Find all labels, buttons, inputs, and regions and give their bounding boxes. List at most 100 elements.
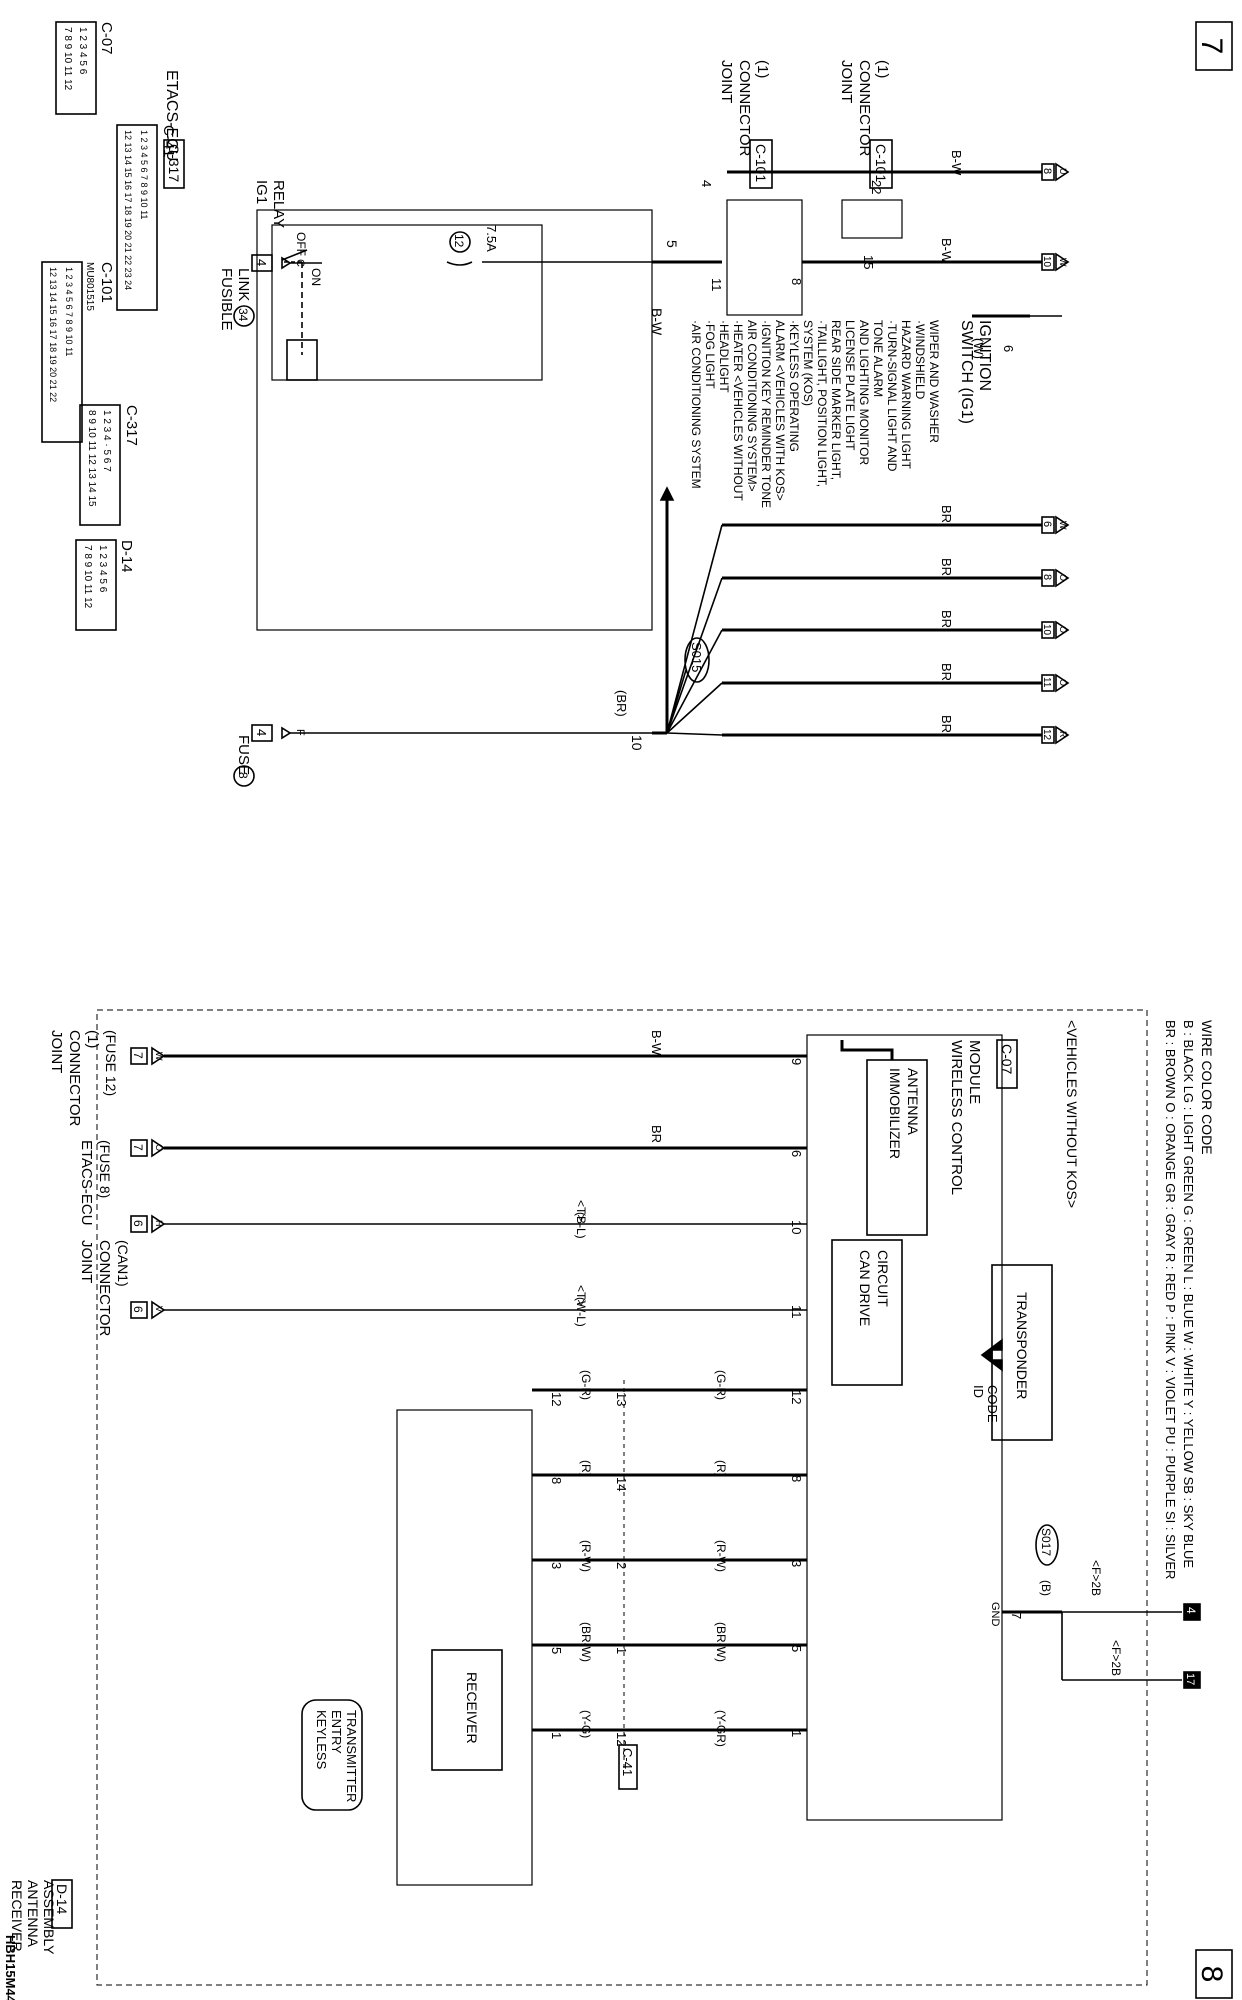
joint2-label-3: (1) — [874, 60, 891, 78]
vehicle-note: <VEHICLES WITHOUT KOS> — [1064, 1020, 1080, 1208]
sheet7-wire-br-10: BR 10 O — [722, 610, 1070, 640]
wire-num-br-10: 10 — [1041, 624, 1052, 636]
ignition-wire-color: (W) — [971, 338, 986, 359]
s8-br-color: BR — [649, 1125, 664, 1143]
etacs-ecu-connector-tag — [163, 139, 185, 189]
wcm-gnd-label: GND — [989, 1602, 1001, 1627]
rx-color-top-4: (BR-W) — [579, 1622, 593, 1662]
dest-0: ·AIR CONDITIONING SYSTEM — [689, 320, 703, 489]
wire-color-br-10: BR — [939, 610, 954, 628]
wire-color-bw-8: B-W — [949, 150, 964, 176]
sheet7-wire-br-6: BR 6 W — [722, 505, 1070, 535]
wcm-connector: C-07 — [999, 1044, 1015, 1075]
connector-c317-label: C-317 — [123, 405, 140, 446]
connector-d14: D-14 1 2 3 4 5 6 7 8 9 10 11 12 — [75, 539, 135, 631]
fusible-link-pin: 4 — [254, 259, 269, 266]
s8-joint-num: 7 — [131, 1052, 145, 1059]
wcm-pin-6: 6 — [789, 1150, 804, 1157]
c41-connector-tag: C-41 — [620, 1748, 635, 1776]
wire-code-line2: BR : BROWN O : ORANGE GR : GRAY R : RED … — [1163, 1020, 1178, 1579]
dest-15: HAZARD WARNING LIGHT — [899, 320, 913, 470]
wcm-pin-10: 10 — [789, 1220, 804, 1234]
s8-can-c4: (W-L) — [574, 1297, 588, 1327]
wcm-pin-8: 8 — [789, 1475, 804, 1482]
receiver-antenna-assembly: RECEIVER RECEIVER ANTENNA ASSEMBLY D-14 — [9, 1409, 533, 1955]
rx-color-bot-4: (BR-W) — [714, 1622, 728, 1662]
connector-c07-label: C-07 — [98, 22, 115, 55]
splice-s017: S017 — [1039, 1528, 1053, 1556]
wire-num-br-12: 12 — [1041, 729, 1052, 741]
ground-17: 17 — [1184, 1673, 1196, 1685]
s8-etacs-l1: ETACS-ECU — [78, 1140, 95, 1226]
wcm-pin-11: 11 — [789, 1305, 804, 1319]
s8-bw-color: B-W — [649, 1030, 664, 1056]
page-number-8-label: 8 — [1195, 1966, 1228, 1983]
rx-pin-1: 1 — [549, 1732, 564, 1739]
wire-let-bw-8: U — [1058, 168, 1068, 175]
etacs-ecu: ETACS-ECU — [256, 209, 653, 631]
br-fanout-a — [666, 524, 723, 734]
s8-etacs-let: O — [154, 1144, 164, 1151]
receiver-line-3: 3 2 (R-W) (R-W) — [532, 1540, 807, 1572]
s8-can-l1: JOINT — [78, 1240, 95, 1283]
sheet8-joint-fuse12: JOINT CONNECTOR (1) (FUSE 12) 7 W B-W — [48, 1030, 807, 1127]
bw-wire-color-main: B-W — [649, 308, 665, 336]
rx-color-top-3: (R-W) — [579, 1540, 593, 1572]
wire-let-br-12: R — [1058, 731, 1068, 738]
transponder-label: TRANSPONDER — [1014, 1292, 1030, 1399]
ignition-switch-feed: IGNITION SWITCH (IG1) (W) 6 — [958, 314, 1062, 424]
wire-let-bw-10: W — [1058, 258, 1068, 267]
c41-pin-1: 1 — [614, 1647, 629, 1654]
dest-12: AND LIGHTING MONITOR — [857, 320, 871, 465]
keyless-label-2: ENTRY — [329, 1710, 344, 1754]
sheet8-etacs-fuse8: ETACS-ECU (FUSE 8) 7 O BR — [78, 1125, 807, 1226]
dest-5: ·IGNITION KEY REMINDER TONE — [759, 320, 773, 508]
wcm-pin-1: 1 — [789, 1730, 804, 1737]
ig1-relay-label-2: RELAY — [270, 180, 287, 228]
joint2-label: JOINT — [838, 60, 855, 103]
wire-let-br-6: W — [1058, 521, 1068, 530]
wire-num-bw-8: 8 — [1041, 168, 1053, 174]
c41-pin-2: 2 — [614, 1562, 629, 1569]
s8-can-c1: <T> — [574, 1200, 588, 1221]
br-fanout-b — [666, 577, 723, 734]
rx-color-bot-5: (Y-GR) — [714, 1710, 728, 1747]
connector-d14-row2: 7 8 9 10 11 12 — [82, 545, 93, 609]
wire-num-br-6: 6 — [1041, 521, 1053, 527]
br-wire-color-main: (BR) — [614, 690, 629, 717]
can-drive-label-2: CIRCUIT — [875, 1250, 891, 1307]
transponder: TRANSPONDER ID CODE — [971, 1264, 1053, 1441]
s8-etacs-num: 7 — [131, 1144, 145, 1151]
joint2-label-2: CONNECTOR — [856, 60, 873, 157]
ig1-relay-label: IG1 — [253, 180, 270, 204]
joint1-pin-8: 8 — [789, 278, 804, 285]
c41-connector-tag-box — [618, 1744, 638, 1790]
joint-connector-upper: JOINT CONNECTOR (1) C-101 4 11 8 — [699, 60, 804, 316]
drawing-code: HBH15M440C — [3, 1935, 18, 2000]
wcm-ground: (B) S017 <F>2B <F>2B 4 17 — [1002, 1524, 1201, 1689]
dest-17: WIPER AND WASHER — [927, 320, 941, 443]
page-number-8: 8 — [1195, 1949, 1233, 1999]
rx-assembly-l1: RECEIVER — [9, 1880, 25, 1952]
ground-4: 4 — [1184, 1607, 1198, 1614]
ground-code-2: <F>2B — [1109, 1640, 1123, 1676]
keyless-label-3: TRANSMITTER — [344, 1710, 359, 1802]
connector-c317-row1: 1 2 3 4 · 5 6 7 — [101, 410, 112, 472]
s8-can-let-2: V — [154, 1306, 164, 1312]
connector-c41-row1: 1 2 3 4 5 6 7 8 9 10 11 — [139, 130, 149, 219]
receiver-line-4: 5 1 (BR-W) (BR-W) — [532, 1622, 807, 1662]
joint1-label-2: CONNECTOR — [736, 60, 753, 157]
etacs-ecu-connector: C-317 — [166, 144, 182, 182]
dest-1: ·FOG LIGHT — [703, 320, 717, 389]
immobilizer-label-2: ANTENNA — [905, 1068, 921, 1136]
s8-joint-let: W — [154, 1052, 164, 1061]
joint2-connector: C-101 — [873, 144, 889, 182]
connector-c317: C-317 1 2 3 4 · 5 6 7 8 9 10 11 12 13 14… — [79, 404, 140, 526]
rx-color-top-1: (G-R) — [579, 1370, 593, 1400]
s8-joint-l1: JOINT — [48, 1030, 65, 1073]
c41-pin-13: 13 — [614, 1392, 629, 1406]
wcm-pin-9: 9 — [789, 1058, 804, 1065]
connector-d14-label: D-14 — [118, 540, 135, 573]
wire-let-br-8: O — [1058, 574, 1068, 581]
